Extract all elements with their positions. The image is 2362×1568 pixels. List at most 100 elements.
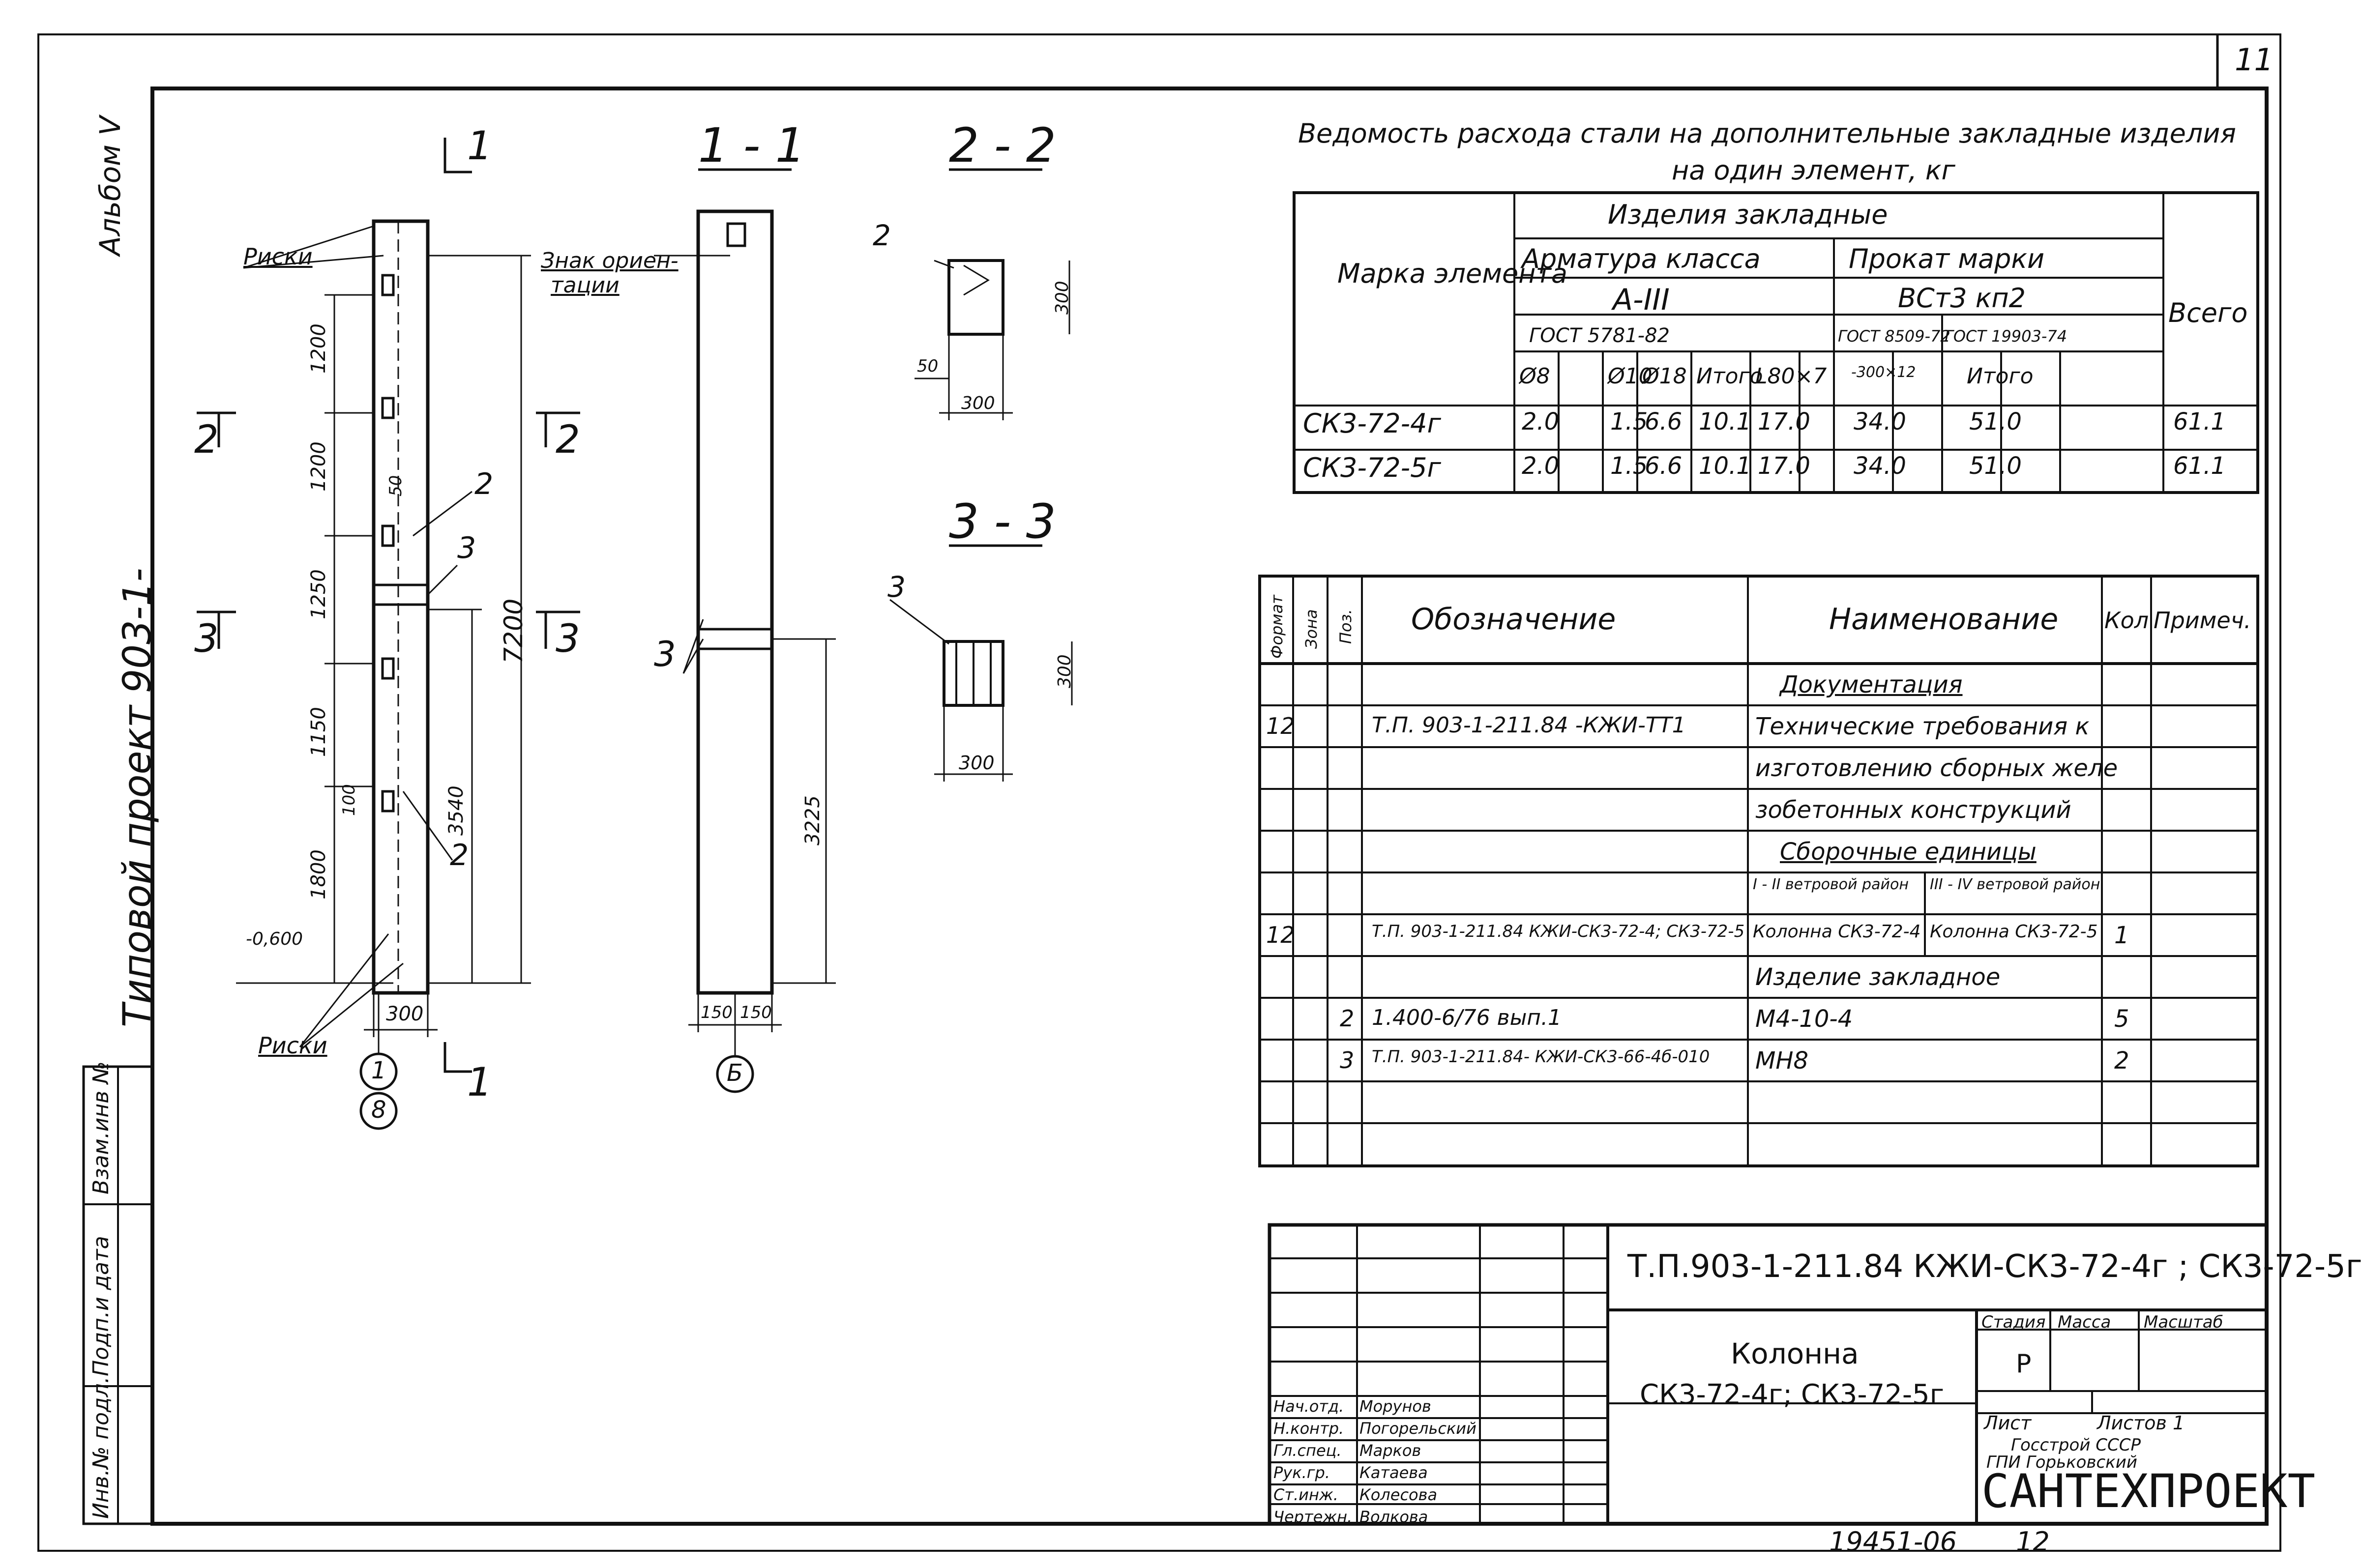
spec-h-zona: Зона [1302, 609, 1321, 649]
stamp-label-podp: Подп.и дата [89, 1236, 114, 1376]
signer-name: Погорельский [1359, 1419, 1476, 1438]
steel-row-value: 10.1 [1699, 452, 1751, 480]
label-znak: Знак ориен- [541, 248, 679, 273]
title-stadia: Стадия [1981, 1312, 2046, 1332]
stamp-label-inv: Инв.№ подл. [89, 1376, 114, 1519]
steel-col-header: Ø18 [1642, 364, 1687, 389]
cut-2-left: 2 [194, 418, 219, 462]
steel-row-mark: СК3-72-4г [1303, 408, 1441, 439]
spec-h-poz: Поз. [1336, 609, 1355, 644]
spec-name: Изделие закладное [1755, 963, 2001, 991]
signer-name: Волкова [1359, 1508, 1428, 1526]
steel-row-total: 61.1 [2173, 452, 2226, 480]
steel-col-header: Ø8 [1519, 364, 1550, 389]
spec-table-grid [1258, 575, 2259, 1167]
dim-3225: 3225 [801, 795, 824, 845]
s22-dim-h: 300 [1052, 281, 1072, 315]
cut-2-right: 2 [556, 418, 580, 462]
cut-1-bottom: 1 [467, 1059, 492, 1105]
spec-format: 12 [1266, 713, 1295, 739]
spec-oboz: Т.П. 903-1-211.84- КЖИ-СК3-66-4б-010 [1372, 1047, 1710, 1067]
steel-row-value: 34.0 [1854, 452, 1906, 480]
pos-3-section: 3 [654, 634, 676, 674]
spec-name: зобетонных конструкций [1755, 796, 2071, 824]
steel-row-value: 2.0 [1522, 408, 1560, 436]
steel-col-header: -300×12 [1851, 364, 1916, 381]
signer-role: Ст.инж. [1273, 1485, 1338, 1504]
spec-name: Технические требования к [1755, 713, 2090, 740]
signer-role: Рук.гр. [1273, 1463, 1330, 1482]
spec-poz: 3 [1340, 1047, 1355, 1074]
spec-name: изготовлению сборных желе [1755, 755, 2118, 782]
title-org-3: САНТЕХПРОЕКТ [1981, 1465, 2316, 1518]
dim-50: 50 [386, 475, 406, 496]
steel-h-izdelia: Изделия закладные [1608, 199, 1888, 230]
title-massa: Масса [2058, 1312, 2111, 1332]
spec-poz: 2 [1340, 1005, 1355, 1032]
steel-row-total: 61.1 [2173, 408, 2226, 436]
axis-b: Б [727, 1059, 743, 1087]
spec-kol: 2 [2114, 1047, 2129, 1074]
cut-3-left: 3 [194, 617, 219, 661]
pos-2-lower: 2 [450, 838, 469, 872]
steel-row-mark: СК3-72-5г [1303, 452, 1441, 483]
title-masshtab: Масштаб [2144, 1312, 2223, 1332]
cut-1-top: 1 [467, 123, 492, 169]
steel-h-gost2: ГОСТ 8509-72 [1838, 327, 1950, 346]
steel-table-grid [1293, 191, 2259, 494]
title-name-2: СК3-72-4г; СК3-72-5г [1640, 1379, 1945, 1411]
dim-300: 300 [386, 1003, 424, 1025]
spec-kol: 1 [2114, 922, 2129, 949]
steel-h-armatura: Арматура класса [1522, 243, 1761, 274]
section-1-1-title: 1 - 1 [698, 118, 805, 173]
spec-h-prim: Примеч. [2154, 607, 2251, 634]
section-2-2-title: 2 - 2 [949, 118, 1056, 173]
s33-pos: 3 [887, 570, 906, 604]
steel-h-vst: ВСт3 кп2 [1898, 283, 2026, 314]
title-stadia-val: Р [2016, 1349, 2032, 1379]
dim-1200b: 1200 [307, 441, 330, 492]
dim-100: 100 [339, 784, 359, 816]
section-3-3-title: 3 - 3 [949, 494, 1056, 549]
steel-title-1: Ведомость расхода стали на дополнительны… [1298, 118, 2236, 149]
steel-h-a3: A-III [1613, 283, 1670, 317]
signer-role: Нач.отд. [1273, 1397, 1344, 1416]
steel-row-value: 1.5 [1610, 408, 1648, 436]
s22-pos: 2 [873, 219, 891, 252]
s22-dim-w: 300 [961, 393, 995, 413]
signer-role: Н.контр. [1273, 1419, 1344, 1438]
title-name-1: Колонна [1731, 1337, 1859, 1370]
steel-row-value: 6.6 [1645, 452, 1683, 480]
spec-kol: 5 [2114, 1005, 2129, 1033]
spec-name: МН8 [1755, 1047, 1809, 1074]
spec-name: Сборочные единицы [1780, 838, 2037, 866]
spec-h-name: Наименование [1829, 602, 2059, 637]
pos-3-elev: 3 [457, 531, 476, 565]
dim-150a: 150 [701, 1003, 733, 1022]
label-riski: Риски [243, 243, 313, 270]
dim-1800: 1800 [307, 849, 330, 900]
spec-name: Документация [1780, 671, 1963, 698]
steel-row-value: 1.5 [1610, 452, 1648, 480]
steel-row-value: 51.0 [1969, 408, 2022, 436]
steel-col-header: Итого [1967, 364, 2034, 389]
pos-2-upper: 2 [474, 467, 494, 501]
steel-col-header: Итого [1696, 364, 1763, 389]
label-znak-2: тации [551, 273, 620, 298]
title-list: Лист [1984, 1412, 2032, 1434]
footer-sheet: 12 [2016, 1526, 2050, 1557]
steel-col-header: L80×7 [1755, 364, 1827, 389]
steel-row-value: 6.6 [1645, 408, 1683, 436]
spec-h-oboz: Обозначение [1411, 602, 1616, 637]
axis-1: 1 [371, 1057, 386, 1084]
dim-150b: 150 [740, 1003, 772, 1022]
title-block-grid [1268, 1223, 2269, 1526]
signer-name: Колесова [1359, 1485, 1438, 1504]
axis-8: 8 [371, 1096, 386, 1124]
dim-1150: 1150 [307, 707, 330, 757]
steel-row-value: 34.0 [1854, 408, 1906, 436]
s22-dim-o: 50 [917, 356, 939, 376]
spec-oboz: Т.П. 903-1-211.84 КЖИ-СК3-72-4; СК3-72-5 [1372, 922, 1745, 941]
dim-7200: 7200 [499, 598, 529, 664]
